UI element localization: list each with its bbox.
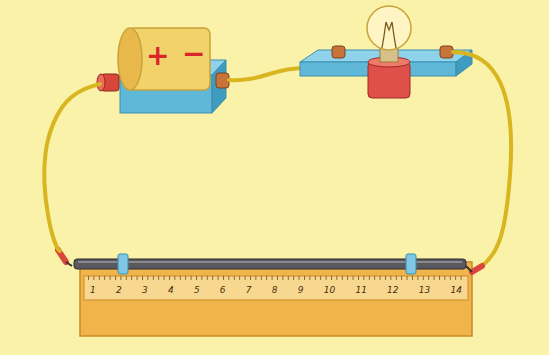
ruler-scale: 1234567891011121314 [86, 281, 466, 299]
scale-number: 8 [272, 286, 278, 295]
battery-label-area: +− [136, 36, 208, 76]
scale-number: 2 [116, 286, 122, 295]
wire [44, 84, 100, 251]
probe [58, 250, 482, 272]
wire [453, 52, 511, 266]
wire [229, 68, 304, 80]
polarity-sign: − [182, 40, 205, 68]
scale-number: 7 [246, 286, 252, 295]
bulb-holder [300, 46, 472, 98]
scale-number: 5 [194, 286, 200, 295]
scale-number: 14 [450, 286, 461, 295]
scale-number: 9 [298, 286, 304, 295]
battery [97, 28, 229, 113]
scale-row: 1234567891011121314 [86, 281, 466, 299]
light-bulb [367, 6, 411, 50]
scale-number: 13 [419, 286, 430, 295]
scale-number: 3 [142, 286, 148, 295]
pencil [74, 254, 466, 274]
scale-number: 1 [90, 286, 96, 295]
polarity-sign: + [146, 42, 169, 70]
scale-number: 12 [387, 286, 398, 295]
scale-number: 10 [324, 286, 335, 295]
scale-number: 6 [220, 286, 226, 295]
scale-number: 4 [168, 286, 174, 295]
scale-number: 11 [355, 286, 366, 295]
